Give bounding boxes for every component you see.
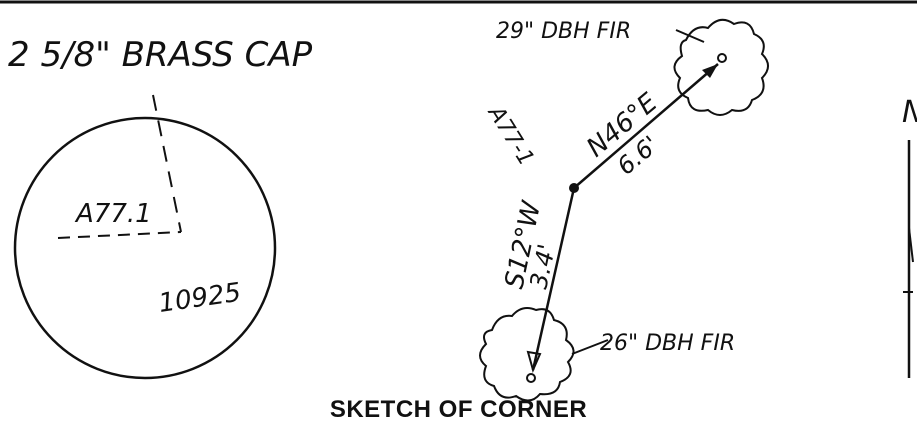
north-arrow-barb (908, 227, 914, 263)
arrowhead-upper (702, 64, 718, 78)
arrowhead-lower (526, 350, 542, 373)
tree-lower-trunk (526, 373, 536, 383)
sketch-caption: SKETCH OF CORNER (329, 396, 588, 423)
tree-lower-leader (571, 339, 609, 355)
cap-horizontal-dash (57, 231, 182, 239)
corner-label: A77-1 (482, 100, 539, 170)
tree-upper-label: 29" DBH FIR (496, 19, 631, 44)
tree-upper-leader (675, 29, 705, 43)
tree-lower-label: 26" DBH FIR (600, 331, 735, 356)
north-label: N (902, 95, 917, 130)
cap-stamp-number: 10925 (157, 278, 243, 319)
cap-heading: 2 5/8" BRASS CAP (8, 35, 313, 75)
tree-upper-trunk (717, 53, 727, 63)
bearing-line-lower (531, 187, 576, 371)
corner-point (569, 183, 579, 193)
cap-stamp-code: A77.1 (74, 199, 152, 229)
tree-upper-canopy (673, 18, 769, 116)
cap-vertical-dash (152, 94, 182, 233)
bearing-line-upper (573, 63, 719, 189)
brass-cap-outline (13, 116, 277, 380)
tree-lower-canopy (479, 307, 575, 402)
